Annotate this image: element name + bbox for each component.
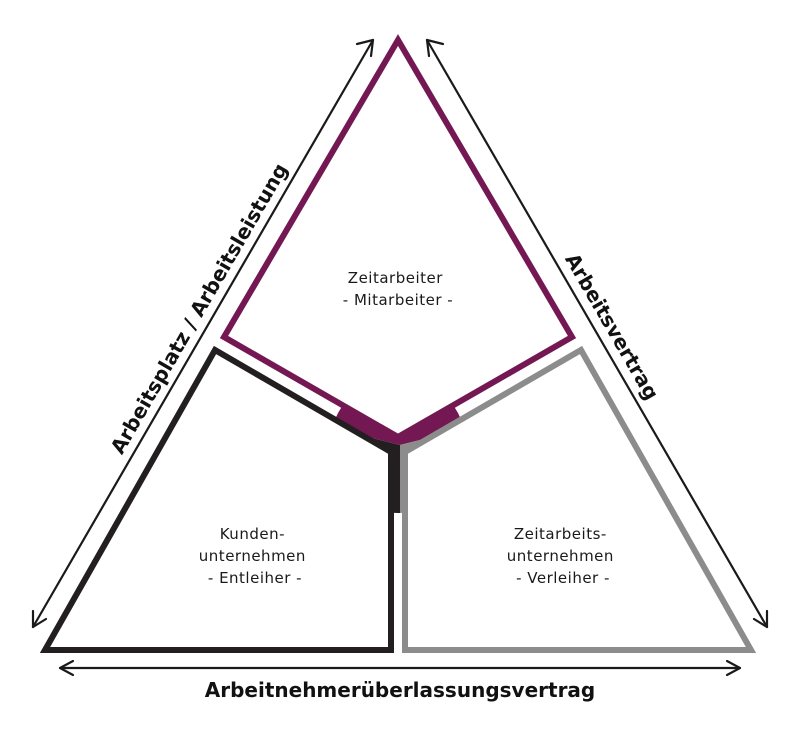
agency-company-label-line3: - Verleiher - [516,569,610,587]
agency-company-label-line2: unternehmen [507,547,614,565]
worker-label: Zeitarbeiter - Mitarbeiter - [343,269,453,309]
client-company-label-line2: unternehmen [199,547,306,565]
bottom-relation-arrow [58,659,742,677]
bottom-relation-label: Arbeitnehmerüberlassungsvertrag [205,678,596,702]
agency-company-label-line1: Zeitarbeits- [514,525,607,543]
right-relation-arrow [425,38,769,629]
worker-label-line2: - Mitarbeiter - [343,291,453,309]
worker-label-line1: Zeitarbeiter [348,269,443,287]
client-company-label: Kunden- unternehmen - Entleiher - [199,525,311,587]
agency-company-label: Zeitarbeits- unternehmen - Verleiher - [507,525,619,587]
client-company-region [39,345,394,653]
client-company-label-line3: - Entleiher - [208,569,302,587]
client-company-label-line1: Kunden- [220,525,285,543]
agency-company-region [402,345,757,653]
worker-region [219,34,577,441]
left-relation-arrow [31,38,375,629]
